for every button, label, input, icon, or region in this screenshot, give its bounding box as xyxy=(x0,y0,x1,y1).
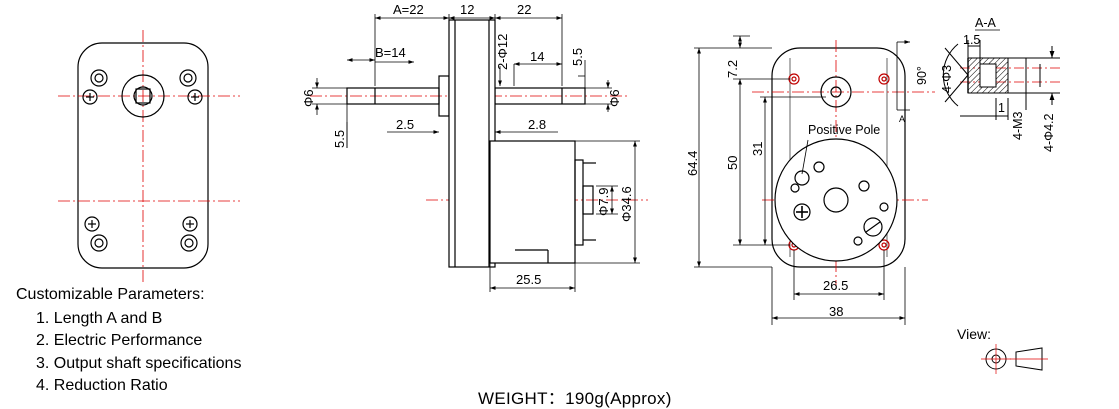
dim-1: 1 xyxy=(998,101,1005,115)
section-labels: A-A 1.5 90° 4-Φ3 1 4-M3 4-Φ4.2 xyxy=(915,16,1056,152)
side-labels: A=22 12 22 B=14 2-Φ12 14 5.5 Φ6 Φ6 5.5 2… xyxy=(301,2,634,287)
dim-31: 31 xyxy=(750,142,765,156)
motor-back xyxy=(774,138,898,262)
dim-phi34-6: Φ34.6 xyxy=(619,186,634,222)
dim-5-5-bottom: 5.5 xyxy=(332,130,347,148)
dim-phi6-right: Φ6 xyxy=(607,89,622,107)
front-view xyxy=(58,30,240,283)
dim-4-phi4-2: 4-Φ4.2 xyxy=(1042,113,1056,152)
section-marker-a: A xyxy=(899,114,905,124)
dim-14: 14 xyxy=(530,49,544,64)
dim-7-2: 7.2 xyxy=(725,60,740,78)
view-symbol xyxy=(981,344,1048,374)
side-dimensions xyxy=(312,14,640,292)
dim-phi7-9: Φ7.9 xyxy=(596,188,611,216)
dim-2-phi12: 2-Φ12 xyxy=(495,34,510,70)
gearbox-side xyxy=(448,19,496,268)
dim-phi6-left: Φ6 xyxy=(301,89,316,107)
dim-4-phi3: 4-Φ3 xyxy=(940,65,954,93)
side-view xyxy=(310,19,648,268)
dim-64-4: 64.4 xyxy=(685,151,700,176)
rear-labels: 7.2 64.4 50 31 26.5 38 Positive Pole A xyxy=(685,60,905,319)
section-title: A-A xyxy=(975,16,997,30)
param-item-ratio: 4. Reduction Ratio xyxy=(36,377,168,394)
dim-12: 12 xyxy=(460,2,474,17)
dim-2-5: 2.5 xyxy=(396,117,414,132)
dim-b: B=14 xyxy=(375,45,406,60)
params-title: Customizable Parameters: xyxy=(16,286,205,303)
dim-90deg: 90° xyxy=(915,66,929,85)
param-item-shaft: 3. Output shaft specifications xyxy=(36,354,242,372)
dim-a: A=22 xyxy=(393,2,424,17)
dim-2-8: 2.8 xyxy=(528,117,546,132)
dim-5-5-top: 5.5 xyxy=(570,48,585,66)
param-item-length: 1. Length A and B xyxy=(36,309,163,327)
view-label: View: xyxy=(957,326,991,342)
output-hub xyxy=(121,74,165,118)
dim-22: 22 xyxy=(517,2,531,17)
dim-50: 50 xyxy=(725,156,740,170)
dim-26-5: 26.5 xyxy=(823,278,848,293)
dim-4-m3: 4-M3 xyxy=(1011,111,1025,140)
dim-25-5: 25.5 xyxy=(516,272,541,287)
dim-38: 38 xyxy=(829,304,843,319)
section-a-a xyxy=(942,40,1060,120)
param-item-electric: 2. Electric Performance xyxy=(36,332,203,349)
motor-body xyxy=(489,140,576,264)
rear-dimensions xyxy=(694,35,910,325)
weight-label: WEIGHT：190g(Approx) xyxy=(478,389,672,408)
customizable-parameters: Customizable Parameters: 1. Length A and… xyxy=(16,284,241,398)
dim-1-5: 1.5 xyxy=(963,33,980,47)
positive-pole-label: Positive Pole xyxy=(808,123,880,137)
rear-view xyxy=(752,40,935,285)
params-list: 1. Length A and B 2. Electric Performanc… xyxy=(16,308,241,398)
